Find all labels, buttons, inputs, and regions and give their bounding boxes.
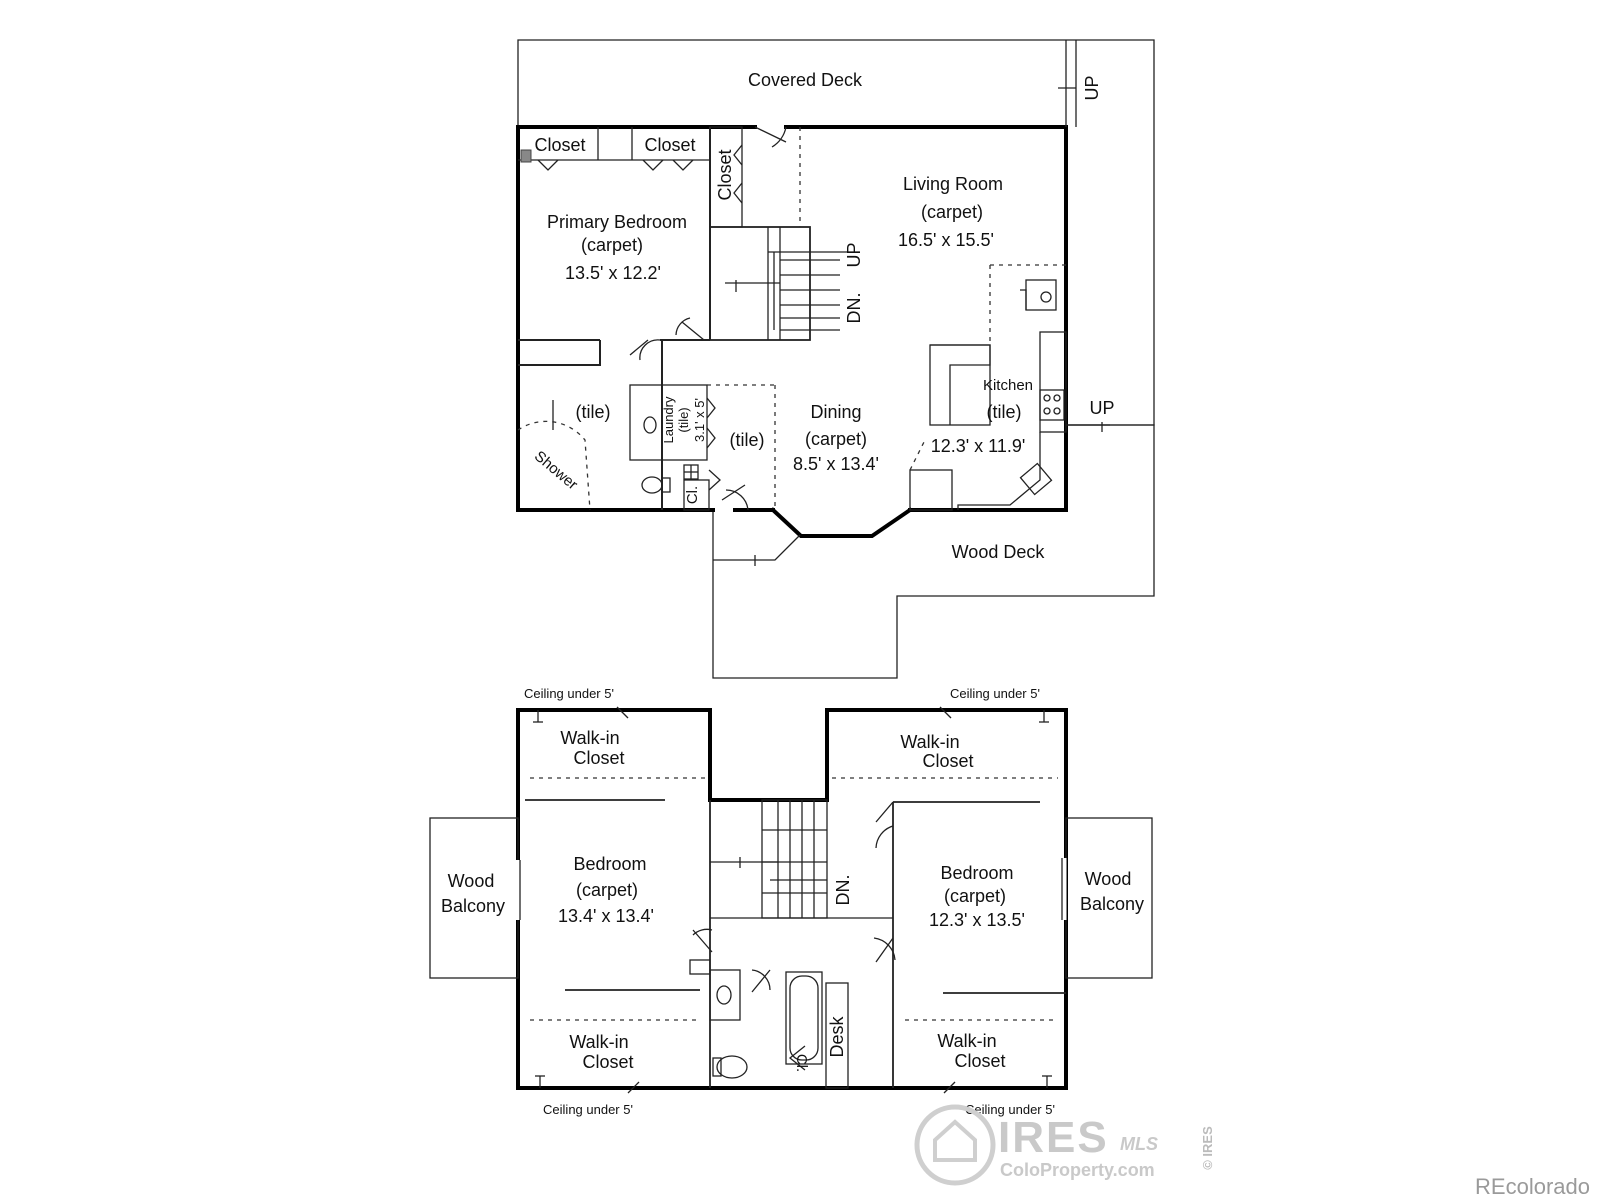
room-floor: (carpet) <box>581 235 643 255</box>
room-size: 16.5' x 15.5' <box>898 230 994 250</box>
closet-label: Closet <box>534 135 585 155</box>
room-size: 8.5' x 13.4' <box>793 454 879 474</box>
room-name: Dining <box>810 402 861 422</box>
room-name: Living Room <box>903 174 1003 194</box>
closet-small-label: Cl. <box>793 1054 810 1072</box>
room-name: Bedroom <box>940 863 1013 883</box>
watermark: IRES MLS ColoProperty.com © IRES REcolor… <box>914 1104 1590 1199</box>
room-name: Primary Bedroom <box>547 212 687 232</box>
covered-deck-outline <box>517 39 1155 426</box>
upper-floor <box>429 706 1153 1094</box>
balcony-label: Balcony <box>1080 894 1144 914</box>
room-floor: (carpet) <box>944 886 1006 906</box>
walkin-closet-label: Closet <box>954 1051 1005 1071</box>
ceiling-note: Ceiling under 5' <box>950 686 1040 701</box>
walkin-closet-label: Walk-in <box>937 1031 996 1051</box>
balcony-label: Wood <box>448 871 495 891</box>
room-floor: (carpet) <box>805 429 867 449</box>
room-size: 12.3' x 11.9' <box>931 436 1026 456</box>
bay-window-wall <box>770 507 913 538</box>
walkin-closet-label: Closet <box>922 751 973 771</box>
covered-deck-label: Covered Deck <box>748 70 863 90</box>
ceiling-note: Ceiling under 5' <box>965 1102 1055 1117</box>
ceiling-note: Ceiling under 5' <box>524 686 614 701</box>
balcony-label: Balcony <box>441 896 505 916</box>
watermark-side: © IRES <box>1200 1126 1215 1170</box>
walkin-closet-label: Closet <box>582 1052 633 1072</box>
balcony-label: Wood <box>1085 869 1132 889</box>
room-floor: (tile) <box>987 402 1022 422</box>
closet-label: Closet <box>715 149 735 200</box>
entry-door <box>754 126 787 148</box>
laundry-size: 3.1' x 5' <box>692 398 707 442</box>
room-size: 12.3' x 13.5' <box>929 910 1025 930</box>
room-size: 13.4' x 13.4' <box>558 906 654 926</box>
walkin-closet-label: Walk-in <box>560 728 619 748</box>
laundry-floor: (tile) <box>676 407 691 432</box>
stairs-up-label: UP <box>844 242 864 267</box>
house-logo-icon <box>914 1104 996 1186</box>
upper-stairs <box>710 799 828 919</box>
bath-floor-label: (tile) <box>576 402 611 422</box>
room-size: 13.5' x 12.2' <box>565 263 661 283</box>
shower-label: Shower <box>531 448 581 494</box>
room-name: Bedroom <box>573 854 646 874</box>
laundry-label: Laundry <box>661 396 676 443</box>
covered-deck-up-label: UP <box>1082 75 1102 100</box>
ceiling-markers <box>533 706 1052 1094</box>
main-exterior-wall <box>516 125 757 512</box>
walkin-closet-label: Walk-in <box>900 732 959 752</box>
room-floor: (carpet) <box>921 202 983 222</box>
deck-up-label: UP <box>1089 398 1114 418</box>
closet-label: Closet <box>644 135 695 155</box>
hall-floor-label: (tile) <box>730 430 765 450</box>
wood-deck-label: Wood Deck <box>952 542 1046 562</box>
watermark-mls: MLS <box>1120 1134 1158 1154</box>
wood-deck-outline <box>712 424 1155 679</box>
room-name: Kitchen <box>983 377 1033 394</box>
room-floor: (carpet) <box>576 880 638 900</box>
main-exterior-wall-right <box>784 125 1068 512</box>
walkin-closet-label: Walk-in <box>569 1032 628 1052</box>
watermark-site: ColoProperty.com <box>1000 1160 1155 1180</box>
stairs-down-label: DN. <box>844 293 864 324</box>
ceiling-note: Ceiling under 5' <box>543 1102 633 1117</box>
walkin-closet-label: Closet <box>573 748 624 768</box>
main-floor <box>516 39 1155 679</box>
main-stairs <box>725 227 848 340</box>
watermark-logo: IRES <box>998 1113 1109 1162</box>
brand-label: REcolorado <box>1475 1174 1590 1199</box>
stairs-down-label: DN. <box>833 875 853 906</box>
upper-exterior-wall <box>516 708 1068 1090</box>
closet-small-label: Cl. <box>684 486 701 504</box>
desk-label: Desk <box>827 1015 847 1057</box>
